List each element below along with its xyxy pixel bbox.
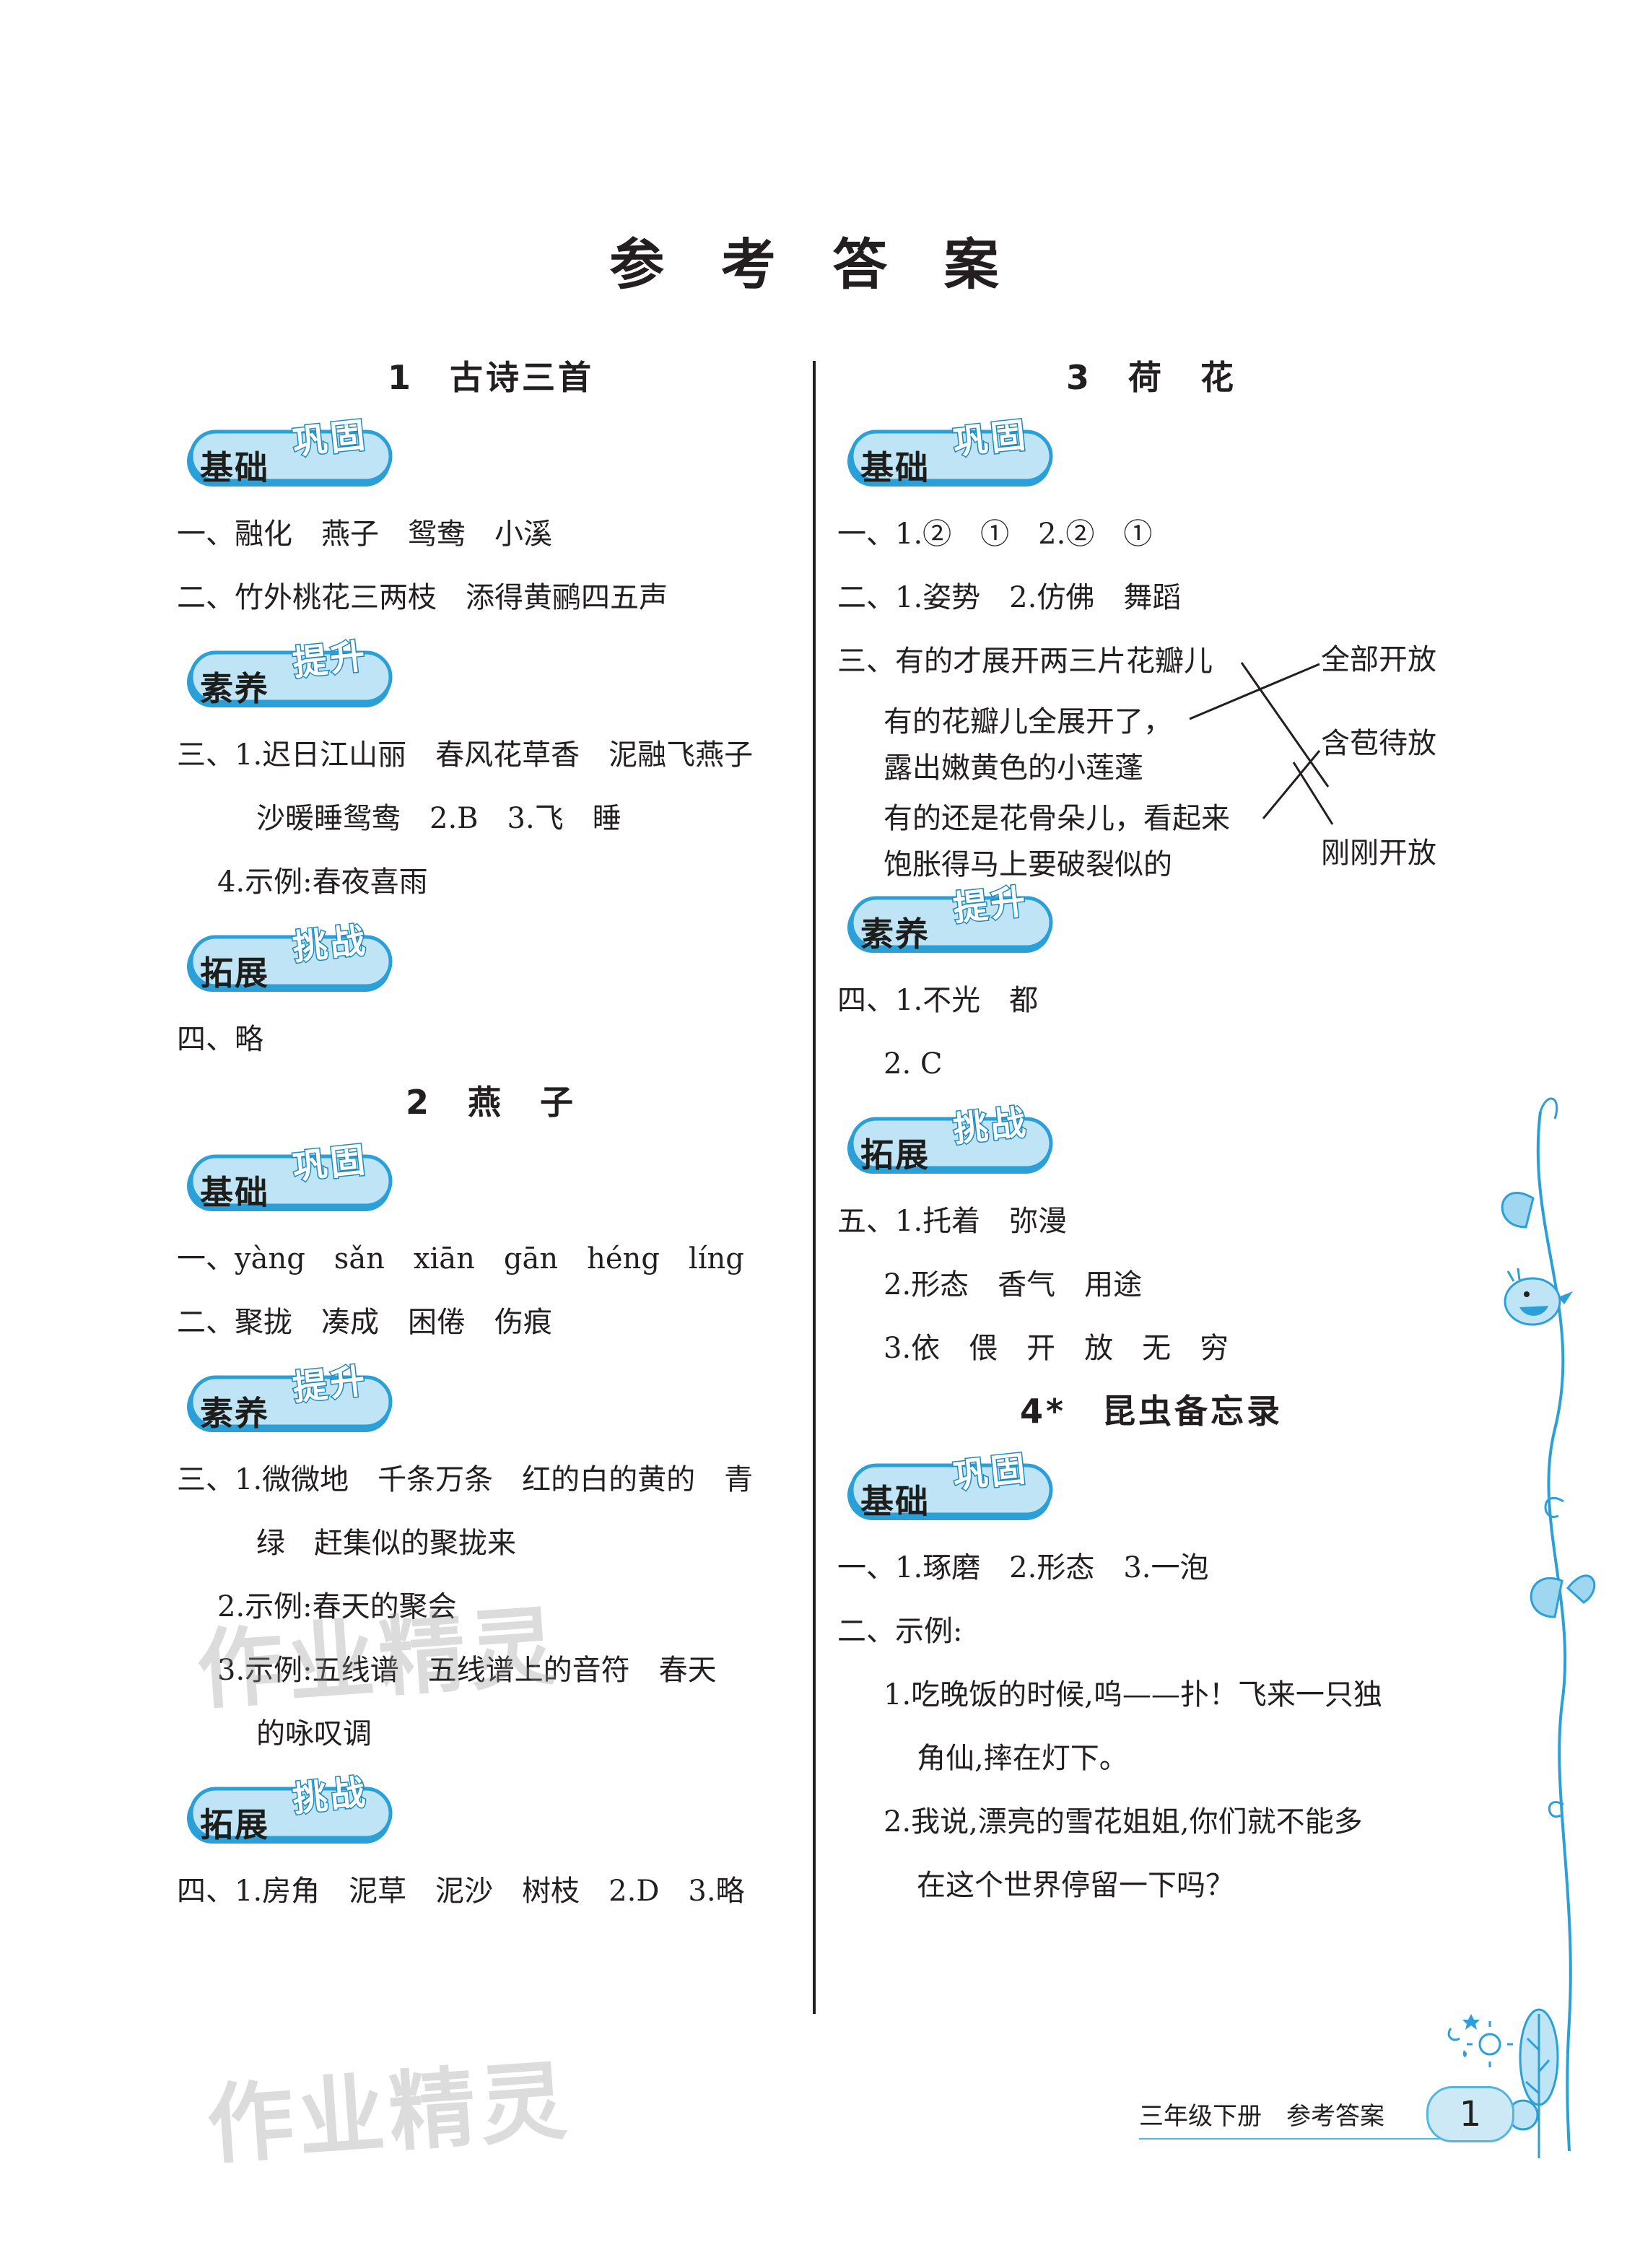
- answer-line: 一、yàng sǎn xiān gān héng líng: [177, 1242, 744, 1275]
- answer-line: 角仙,摔在灯下。: [917, 1742, 1128, 1775]
- footer-text: 三年级下册 参考答案: [1139, 2102, 1384, 2131]
- badge-sub-text: 提升: [289, 1359, 370, 1410]
- badge-main-text: 拓展: [200, 954, 269, 993]
- badge-main-text: 基础: [200, 1173, 269, 1212]
- answer-line: 沙暖睡鸳鸯 2.B 3.飞 睡: [256, 802, 621, 835]
- badge-tuozhan: 拓展 挑战: [843, 1099, 1060, 1179]
- answer-line: 三、1.迟日江山丽 春风花草香 泥融飞燕子: [177, 738, 754, 772]
- answer-line: 在这个世界停留一下吗？: [917, 1869, 1234, 1902]
- badge-sub-text: 巩固: [289, 1138, 370, 1189]
- section-title-4: 4* 昆虫备忘录: [1019, 1392, 1283, 1431]
- answer-line: 二、示例:: [837, 1615, 963, 1648]
- badge-sub-text: 提升: [289, 634, 370, 685]
- answer-line: 二、竹外桃花三两枝 添得黄鹂四五声: [177, 581, 668, 614]
- badge-main-text: 素养: [860, 915, 930, 954]
- answer-line: 三、1.微微地 千条万条 红的白的黄的 青: [177, 1463, 754, 1496]
- footer-rule: [1139, 2138, 1442, 2140]
- matching-right-item: 全部开放: [1321, 643, 1436, 676]
- answer-line: 四、略: [177, 1023, 263, 1056]
- matching-left-item: 有的花瓣儿全展开了，: [884, 705, 1172, 738]
- matching-right-item: 含苞待放: [1321, 727, 1436, 760]
- answer-line: 一、1.② ① 2.② ①: [837, 518, 1153, 551]
- answer-line: 四、1.不光 都: [837, 984, 1039, 1017]
- badge-main-text: 基础: [860, 448, 930, 487]
- badge-main-text: 基础: [200, 448, 269, 487]
- matching-right-item: 刚刚开放: [1321, 837, 1436, 870]
- badge-jichu: 基础 巩固: [183, 1136, 399, 1217]
- watermark-text: 作业精灵: [193, 1596, 564, 1722]
- page-footer: 三年级下册 参考答案 1: [1139, 2086, 1543, 2158]
- answer-line: 五、1.托着 弥漫: [837, 1205, 1068, 1238]
- watermark-text: 作业精灵: [204, 2051, 575, 2177]
- answer-line: 的咏叹调: [256, 1717, 372, 1750]
- section-title-3: 3 荷 花: [1065, 358, 1236, 397]
- badge-tuozhan: 拓展 挑战: [183, 1768, 399, 1849]
- answer-line: 3.依 偎 开 放 无 穷: [884, 1332, 1229, 1365]
- column-divider: [813, 361, 816, 2014]
- matching-left-item: 有的还是花骨朵儿，看起来: [884, 802, 1230, 835]
- badge-main-text: 拓展: [200, 1805, 269, 1844]
- right-column: 3 荷 花 基础 巩固 一、1.② ① 2.② ① 二、1.姿势 2.仿佛 舞蹈…: [837, 346, 1465, 1917]
- badge-sub-text: 挑战: [289, 1771, 370, 1821]
- section-title-1: 1 古诗三首: [387, 358, 594, 397]
- matching-left-item: 有的才展开两三片花瓣儿: [895, 645, 1213, 678]
- section-title-2: 2 燕 子: [405, 1083, 576, 1122]
- page-number: 1: [1426, 2086, 1514, 2142]
- bird-icon: [1504, 1268, 1573, 1326]
- badge-tuozhan: 拓展 挑战: [183, 917, 399, 998]
- badge-jichu: 基础 巩固: [183, 411, 399, 492]
- answer-line: 4.示例:春夜喜雨: [217, 865, 428, 899]
- badge-main-text: 基础: [860, 1482, 930, 1521]
- answer-line: 二、聚拢 凑成 困倦 伤痕: [177, 1306, 552, 1339]
- matching-exercise: 三、 有的才展开两三片花瓣儿 有的花瓣儿全展开了， 露出嫩黄色的小莲蓬 有的还是…: [837, 629, 1465, 881]
- answer-line: 绿 赶集似的聚拢来: [256, 1527, 516, 1560]
- answer-line: 1.吃晚饭的时候,呜——扑！飞来一只独: [884, 1678, 1382, 1711]
- matching-prefix: 三、: [837, 645, 895, 678]
- answer-line: 2.我说,漂亮的雪花姐姐,你们就不能多: [884, 1805, 1363, 1839]
- badge-sub-text: 巩固: [950, 1447, 1031, 1498]
- badge-jichu: 基础 巩固: [843, 1445, 1060, 1526]
- badge-sub-text: 巩固: [950, 414, 1031, 464]
- left-column: 1 古诗三首 基础 巩固 一、融化 燕子 鸳鸯 小溪 二、竹外桃花三两枝 添得黄…: [177, 346, 805, 1923]
- answer-line: 2. C: [884, 1047, 943, 1081]
- badge-main-text: 拓展: [860, 1135, 930, 1174]
- matching-left-item: 露出嫩黄色的小莲蓬: [884, 751, 1143, 785]
- sun-icon: [1447, 2014, 1513, 2067]
- answer-line: 一、1.琢磨 2.形态 3.一泡: [837, 1551, 1209, 1584]
- badge-jichu: 基础 巩固: [843, 411, 1060, 492]
- badge-suyang: 素养 提升: [843, 878, 1060, 959]
- answer-line: 3.示例:五线谱 五线谱上的音符 春天: [217, 1654, 717, 1687]
- badge-sub-text: 提升: [950, 880, 1031, 930]
- badge-main-text: 素养: [200, 669, 269, 708]
- matching-left-item: 饱胀得马上要破裂似的: [884, 848, 1172, 881]
- badge-sub-text: 挑战: [289, 919, 370, 969]
- badge-main-text: 素养: [200, 1394, 269, 1433]
- answer-line: 四、1.房角 泥草 泥沙 树枝 2.D 3.略: [177, 1875, 745, 1908]
- badge-sub-text: 巩固: [289, 414, 370, 464]
- answer-line: 2.形态 香气 用途: [884, 1268, 1143, 1301]
- tree-icon: [1507, 2008, 1559, 2158]
- page-title: 参 考 答 案: [609, 232, 1018, 297]
- answer-line: 一、融化 燕子 鸳鸯 小溪: [177, 518, 552, 551]
- badge-suyang: 素养 提升: [183, 1357, 399, 1438]
- badge-suyang: 素养 提升: [183, 632, 399, 713]
- matching-lines: [1189, 662, 1334, 825]
- answer-line: 二、1.姿势 2.仿佛 舞蹈: [837, 581, 1182, 614]
- answer-line: 2.示例:春天的聚会: [217, 1590, 457, 1623]
- badge-sub-text: 挑战: [950, 1101, 1031, 1151]
